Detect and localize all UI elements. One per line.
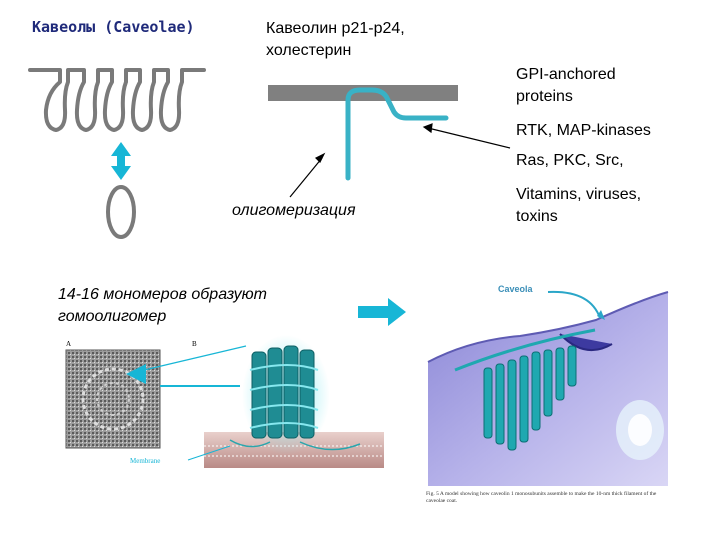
caveolin-label-line1: Кавеолин p21-p24, xyxy=(266,20,405,37)
panel-b-label: B xyxy=(192,340,197,348)
rtk-label: RTK, MAP-kinases xyxy=(516,122,651,139)
caveolae-membrane-outline xyxy=(28,68,206,132)
panel-a-label: A xyxy=(66,340,72,348)
gpi-label-line2: proteins xyxy=(516,88,573,105)
figure-b-illustration xyxy=(424,278,670,486)
caveolin-label-line2: холестерин xyxy=(266,42,352,59)
monomers-label: 14-16 мономеров образуют гомоолигомер xyxy=(58,284,267,328)
vesicle-shape xyxy=(106,185,136,239)
membrane-bar xyxy=(268,85,458,101)
membrane-label: Membrane xyxy=(130,457,161,465)
figure-caption: Fig. 5 A model showing how caveolin 1 mo… xyxy=(426,491,657,504)
monomers-label-line1: 14-16 мономеров образуют xyxy=(58,286,268,303)
caveolin-coat-filaments xyxy=(483,345,577,451)
caveolin-molecule xyxy=(345,87,449,181)
caveola-pointer-arrow xyxy=(547,290,601,319)
right-arrow-icon xyxy=(358,298,406,326)
caption-background xyxy=(424,488,670,512)
figure-a-illustration xyxy=(65,335,384,468)
vitamins-label-line1: Vitamins, viruses, xyxy=(516,186,642,203)
pointer-arrows xyxy=(289,123,511,198)
gpi-label-line1: GPI-anchored xyxy=(516,66,616,83)
caveolin-label: Кавеолин p21-p24, холестерин xyxy=(266,18,405,62)
double-arrow-icon xyxy=(111,142,131,180)
ras-label: Ras, PKC, Src, xyxy=(516,152,624,169)
caveolin-filament-model xyxy=(251,345,315,439)
vitamins-label: Vitamins, viruses, toxins xyxy=(516,184,641,228)
caveola-label: Caveola xyxy=(498,284,533,294)
monomers-label-line2: гомоолигомер xyxy=(58,308,167,325)
pointer-arrowhead-icon xyxy=(126,364,146,384)
page-title: Кавеолы (Caveolae) xyxy=(32,18,195,36)
gpi-label: GPI-anchored proteins xyxy=(516,64,616,108)
vitamins-label-line2: toxins xyxy=(516,208,558,225)
oligomerization-label: олигомеризация xyxy=(232,202,356,219)
caveola-pit xyxy=(559,333,613,352)
